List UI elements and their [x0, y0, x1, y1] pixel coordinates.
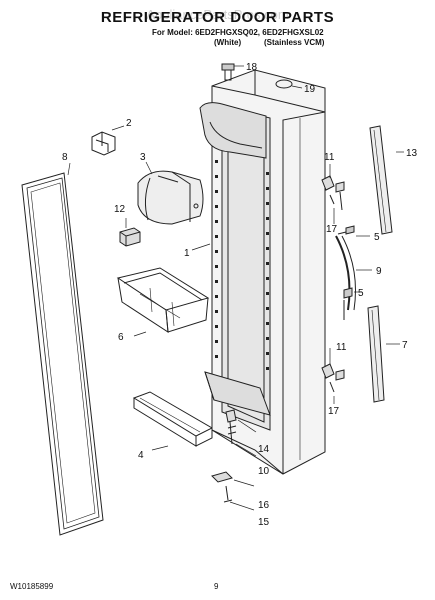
callout-3: 3 [140, 152, 146, 163]
callout-10: 10 [258, 466, 270, 477]
page-number: 9 [214, 582, 219, 591]
page-title: REFRIGERATOR DOOR PARTS [100, 9, 335, 26]
part-11-17-hinge-upper [321, 175, 345, 211]
callout-11-lower: 11 [336, 342, 347, 353]
part-11-17-hinge-lower [321, 363, 345, 393]
callout-2: 2 [126, 118, 132, 129]
leader-lines [67, 65, 404, 511]
watermark: AppliancePartsPros.com [146, 7, 289, 22]
part-19-cap [275, 79, 293, 89]
callout-8: 8 [62, 152, 68, 163]
callout-11-upper: 11 [324, 152, 335, 163]
callout-19: 19 [304, 84, 316, 95]
part-9-handle [335, 235, 356, 311]
part-4-bottom-bin [132, 391, 214, 447]
callout-12: 12 [114, 204, 126, 215]
callout-1: 1 [184, 248, 190, 259]
variant-stainless: (Stainless VCM) [264, 38, 325, 47]
callout-14: 14 [258, 444, 270, 455]
shelf-stud-marks [215, 160, 269, 370]
part-2-clip [91, 131, 116, 156]
callout-16: 16 [258, 500, 270, 511]
part-13-trim-upper [369, 125, 393, 235]
model-line: For Model: 6ED2FHGXSQ02, 6ED2FHGXSL02 [152, 28, 324, 37]
callout-6: 6 [118, 332, 124, 343]
part-8-gasket [21, 172, 104, 536]
part-7-trim-lower [367, 305, 385, 403]
part-1-door-assembly [199, 69, 326, 475]
part-16-15-bottom-bracket [211, 471, 233, 503]
callout-17-upper: 17 [326, 224, 338, 235]
part-6-door-bin [116, 267, 210, 333]
callout-7: 7 [402, 340, 408, 351]
callout-5-lower: 5 [358, 288, 364, 299]
callout-5-upper: 5 [374, 232, 380, 243]
part-5-screw-lower [343, 287, 353, 320]
doc-number: W10185899 [10, 582, 54, 591]
variant-white: (White) [214, 38, 242, 47]
part-12-bracket [119, 227, 141, 247]
part-18-screw [221, 63, 235, 81]
part-5-screw-upper [337, 225, 355, 235]
callout-labels: 18 19 2 3 8 13 11 12 17 5 1 9 6 5 7 11 1… [62, 62, 418, 528]
callout-9: 9 [376, 266, 382, 277]
callout-18: 18 [246, 62, 258, 73]
callout-17-lower: 17 [328, 406, 340, 417]
part-3-dairy-cover [137, 170, 204, 225]
callout-13: 13 [406, 148, 418, 159]
part-14-10-hinge-pin [225, 409, 237, 445]
callout-15: 15 [258, 517, 270, 528]
callout-4: 4 [138, 450, 144, 461]
